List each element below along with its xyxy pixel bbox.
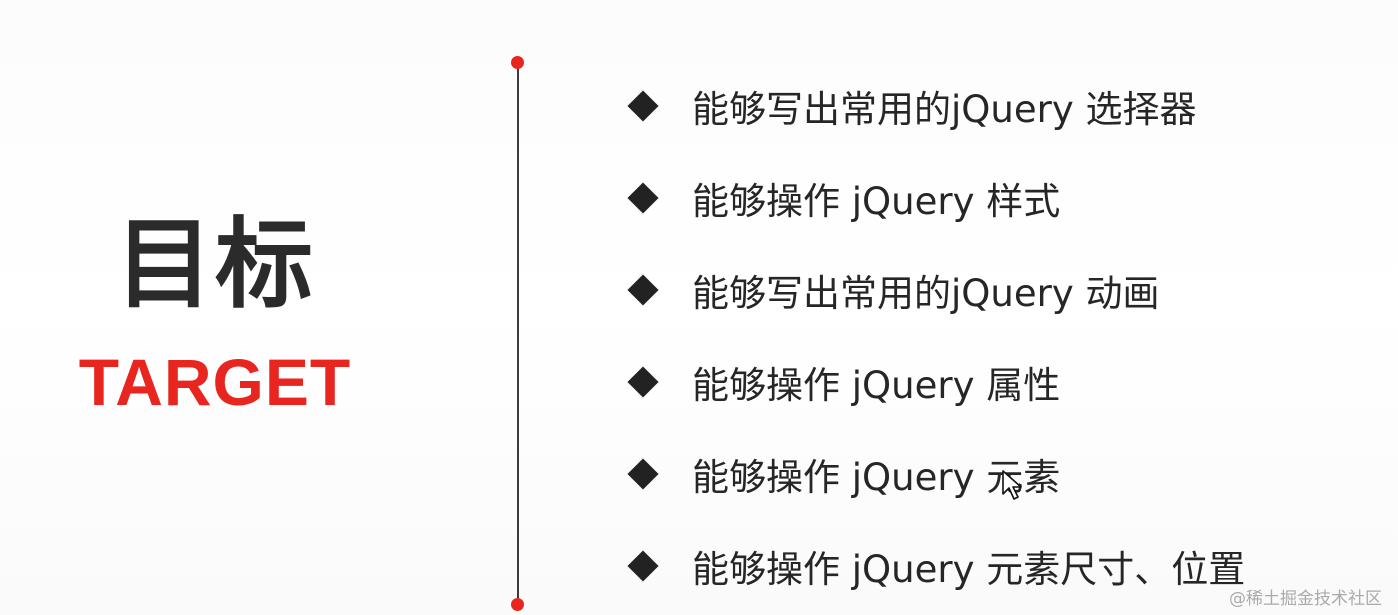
goal-text: 能够写出常用的jQuery 选择器 (692, 88, 1197, 131)
title-chinese: 目标 (114, 208, 315, 322)
goal-text: 能够操作 jQuery 属性 (692, 364, 1061, 407)
title-block: 目标 TARGET (50, 210, 380, 422)
goal-item: 能够操作 jQuery 元素尺寸、位置 (626, 520, 1245, 612)
watermark: @稀土掘金技术社区 (1229, 589, 1382, 609)
goal-item: 能够写出常用的jQuery 选择器 (626, 60, 1245, 152)
diamond-bullet-icon (627, 274, 659, 306)
goal-item: 能够操作 jQuery 元素 (626, 428, 1245, 520)
mouse-pointer-icon (1002, 470, 1022, 500)
goal-text: 能够操作 jQuery 元素 (692, 456, 1061, 499)
diamond-bullet-icon (627, 458, 659, 490)
divider-top-dot (511, 56, 524, 69)
diamond-bullet-icon (627, 550, 659, 582)
title-english: TARGET (78, 345, 352, 419)
diamond-bullet-icon (627, 90, 659, 122)
vertical-divider (517, 62, 519, 606)
divider-bottom-dot (511, 598, 524, 611)
diamond-bullet-icon (627, 182, 659, 214)
goal-text: 能够写出常用的jQuery 动画 (692, 272, 1160, 315)
goal-item: 能够操作 jQuery 样式 (626, 152, 1245, 244)
goal-item: 能够操作 jQuery 属性 (626, 336, 1245, 428)
goal-item: 能够写出常用的jQuery 动画 (626, 244, 1245, 336)
goal-text: 能够操作 jQuery 样式 (692, 180, 1061, 223)
goal-text: 能够操作 jQuery 元素尺寸、位置 (692, 548, 1246, 591)
diamond-bullet-icon (627, 366, 659, 398)
goal-list: 能够写出常用的jQuery 选择器 能够操作 jQuery 样式 能够写出常用的… (626, 60, 1245, 612)
